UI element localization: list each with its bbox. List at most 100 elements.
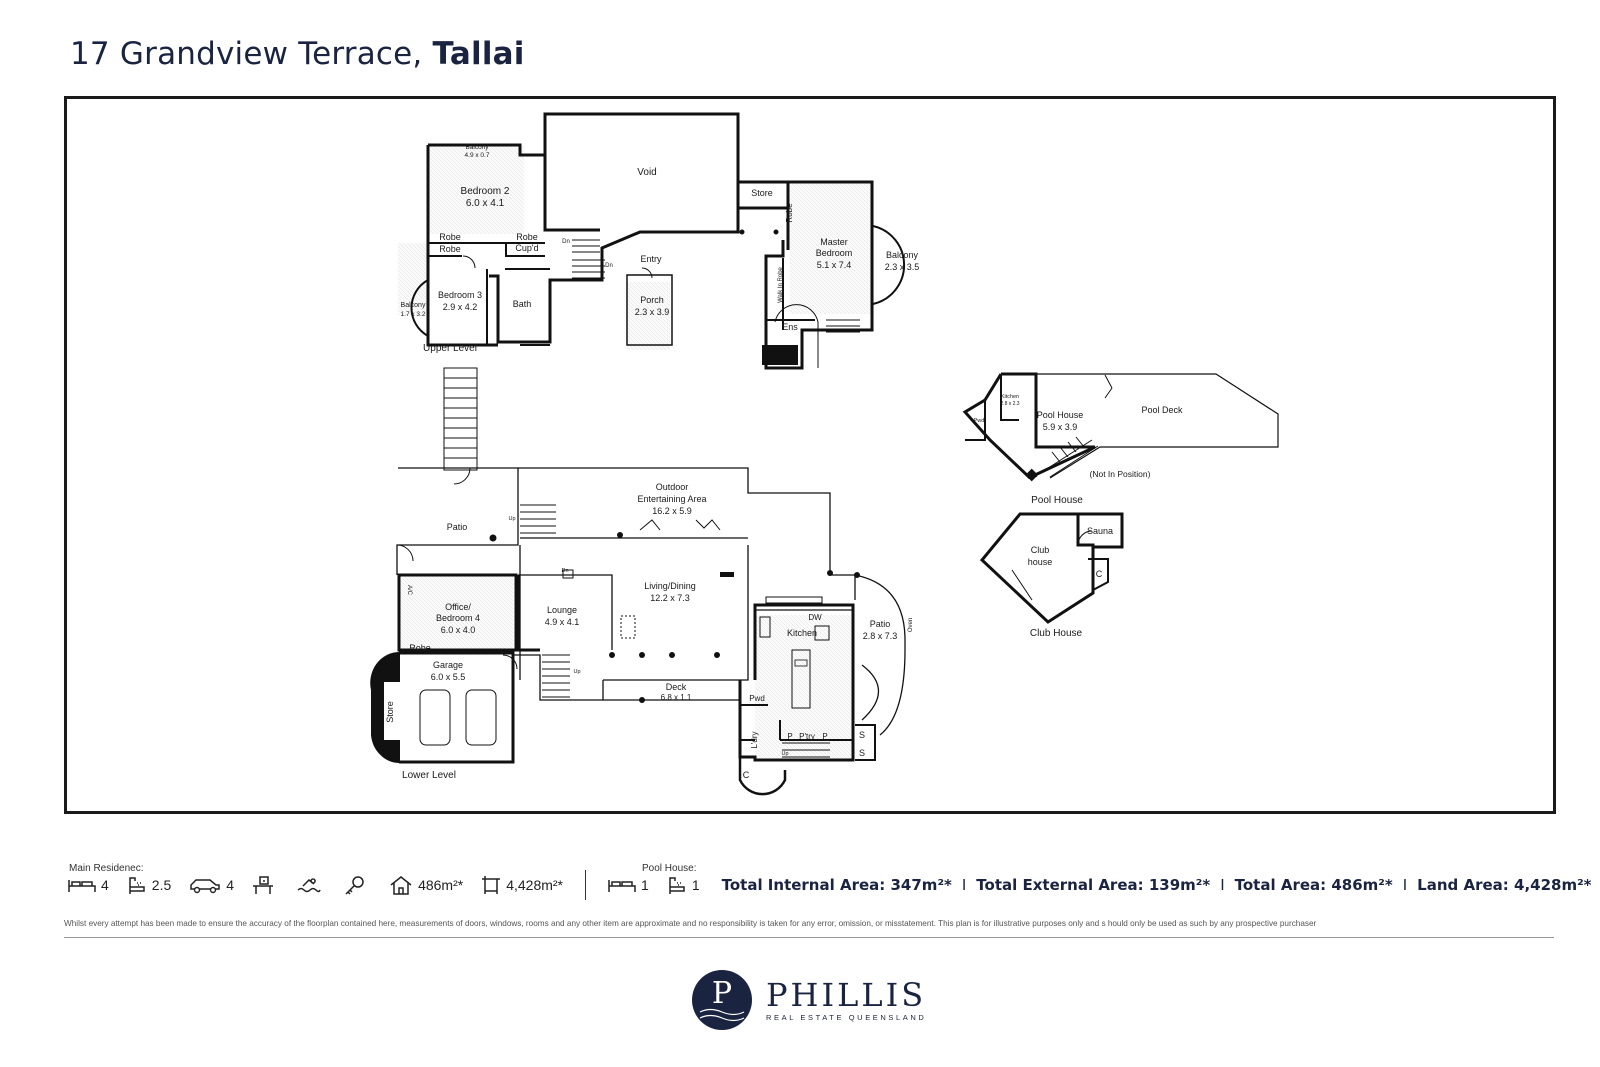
pool-house-name: Pool House [1037,410,1084,420]
living-dim: 12.2 x 7.3 [650,593,690,603]
upper-level-labels: Balcony 4.9 x 0.7 Bedroom 2 6.0 x 4.1 Vo… [401,144,920,354]
master-name2: Bedroom [816,248,853,258]
dw-label: DW [808,613,822,622]
lower-level-label: Lower Level [402,770,456,781]
pool-kitchen-name: Kitchen [1001,394,1019,400]
garage-dim: 6.0 x 5.5 [431,672,466,682]
balcony-right-dim: 2.3 x 3.5 [885,262,920,272]
pool-house-labels: Pool House 5.9 x 3.9 Kitchen 2.8 x 2.3 P… [974,394,1183,506]
office-name2: Bedroom 4 [436,613,480,623]
bedroom2-name: Bedroom 2 [461,186,510,197]
study-icon [253,876,274,894]
c-lower-label: C [743,770,750,780]
patio-left: Patio [447,522,468,532]
dn-lower: Dn [561,568,568,574]
lounge-dim: 4.9 x 4.1 [545,617,580,627]
land-icon [482,876,501,894]
lower-level-labels: Patio Outdoor Entertaining Area 16.2 x 5… [385,482,914,781]
logo-emblem: P [692,970,752,1030]
floor-area-feature: 486m²* [389,875,463,895]
robe-master: Robe [785,203,794,223]
address-suburb: Tallai [432,36,525,72]
club-house-labels: Club house Sauna C Club House [1028,526,1113,639]
bedroom2-dim: 6.0 x 4.1 [466,198,505,209]
balcony-left-name: Balcony [401,302,426,309]
balcony-right-name: Balcony [886,250,919,260]
pool-pwd: Pwd [974,418,985,424]
beds-feature: 4 [68,876,109,894]
upper-level-label: Upper Level [423,343,477,354]
cars-value: 4 [226,877,235,893]
office-name: Office/ [445,602,471,612]
office-dim: 6.0 x 4.0 [441,625,476,635]
house-icon [390,876,412,895]
outdoor-name2: Entertaining Area [637,494,706,504]
pool-beds-feature: 1 [608,876,649,894]
porch-dim: 2.3 x 3.9 [635,307,670,317]
store-upper: Store [751,188,773,198]
master-name: Master [820,237,848,247]
land-area: Land Area: 4,428m²* [1417,876,1592,894]
entry-label: Entry [640,254,662,264]
baths-feature: 2.5 [127,875,171,895]
p1-label: P [787,732,792,741]
beds-value: 4 [101,877,109,893]
pool-baths-value: 1 [691,877,700,893]
deck-dim: 6.8 x 1.1 [661,693,692,702]
s2-label: S [859,748,865,758]
dn-upper-1: Dn [562,239,570,245]
area-separator: I [961,876,967,894]
ens-label: Ens [782,322,798,332]
area-summary: Total Internal Area: 347m²* I Total Extern… [722,876,1592,894]
deck-name: Deck [666,682,687,692]
lounge-name: Lounge [547,605,577,615]
land-feature: 4,428m²* [481,875,563,895]
floor-area-value: 486m²* [418,877,464,893]
living-name: Living/Dining [644,581,696,591]
internal-area: Total Internal Area: 347m²* [721,876,952,894]
ldry-label: L'dry [750,731,759,748]
kitchen-label: Kitchen [787,628,817,638]
up-2: Up [573,669,580,675]
club-house [979,512,1124,624]
outdoor-dim: 16.2 x 5.9 [652,506,692,516]
ac-label: A/C [406,585,412,596]
bath-icon [669,877,685,894]
s1-label: S [859,730,865,740]
brand-logo: P PHILLIS REAL ESTATE QUEENSLAND [692,970,926,1030]
garage-name: Garage [433,660,463,670]
brand-name: PHILLIS [766,975,927,1014]
pool-deck-label: Pool Deck [1141,405,1183,415]
up-1: Up [508,516,515,522]
external-area: Total External Area: 139m²* [976,876,1211,894]
outdoor-name: Outdoor [656,482,689,492]
up-3: Up [781,751,788,757]
bed-icon [608,880,636,892]
walk-in-robe: Walk In Robe [778,266,784,302]
connecting-stair [443,367,478,471]
balcony-left-dim: 1.7 x 3.2 [401,311,426,318]
store-lower: Store [385,701,395,723]
pool-house [962,372,1279,482]
disclaimer: Whilst every attempt has been made to en… [64,919,1317,928]
footer-rule [64,937,1554,938]
pool-house-label: Pool House: [642,863,697,874]
bedroom3-dim: 2.9 x 4.2 [443,302,478,312]
p2-label: P [822,732,827,741]
robe-lower: Robe [409,643,431,653]
cars-feature: 4 [189,876,234,894]
pool-house-level-label: Pool House [1031,495,1083,506]
area-separator: I [1220,876,1225,894]
not-in-position: (Not In Position) [1090,469,1151,479]
club-c-label: C [1096,569,1103,579]
main-residence-label: Main Residenec: [69,863,144,874]
robe-c: Robe [516,232,538,242]
brand-tagline: REAL ESTATE QUEENSLAND [766,1012,927,1022]
car-icon [190,879,221,894]
club-house-level-label: Club House [1030,628,1083,639]
club-name2: house [1028,557,1053,567]
features-row: 4 2.5 4 486m²* 4,428m²* 1 1 Total Intern… [68,870,1592,900]
robe-a: Robe [439,232,461,242]
address-street: 17 Grandview Terrace, [70,36,423,72]
pwd-label: Pwd [749,694,765,703]
